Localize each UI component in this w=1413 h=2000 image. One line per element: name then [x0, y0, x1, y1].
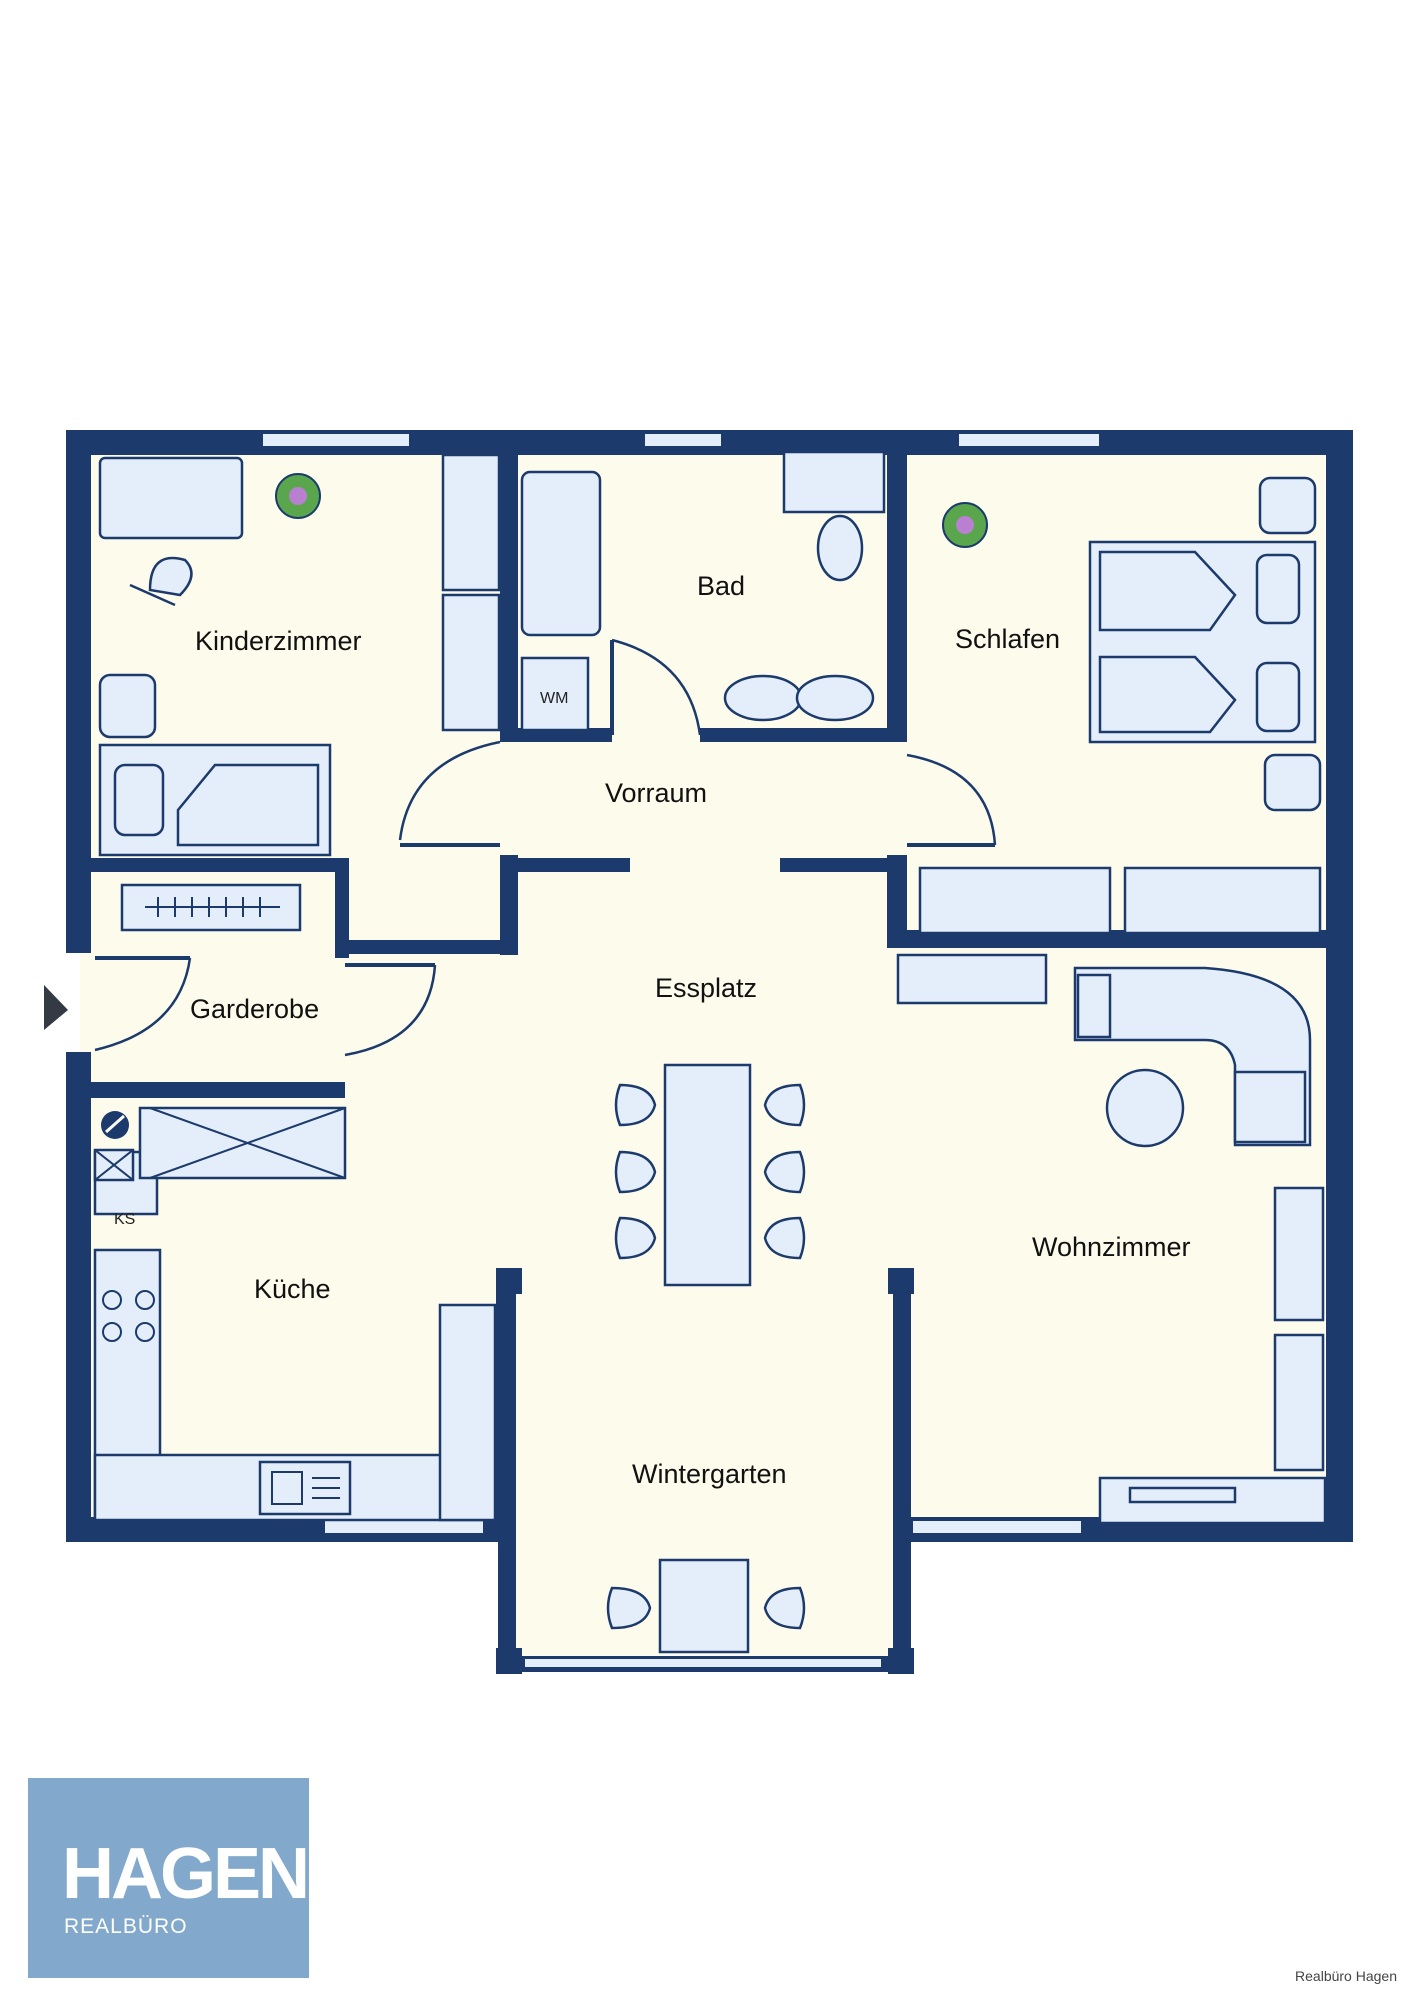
- furniture: [93, 450, 1327, 1654]
- furniture-details: [94, 897, 346, 1505]
- logo-subtitle: REALBÜRO: [64, 1915, 188, 1938]
- credit-text: Realbüro Hagen: [1295, 1968, 1397, 1984]
- boiler-icon: [101, 1111, 129, 1139]
- room-label-kueche: Küche: [254, 1274, 331, 1304]
- room-label-wohnzimmer: Wohnzimmer: [1032, 1232, 1191, 1262]
- room-label-kinderzimmer: Kinderzimmer: [195, 626, 362, 656]
- chairs: [606, 1083, 806, 1630]
- room-label-schlafen: Schlafen: [955, 624, 1060, 654]
- room-label-vorraum: Vorraum: [605, 778, 707, 808]
- fixture-label-ks: KS: [114, 1211, 135, 1228]
- fixture-label-wm: WM: [540, 690, 568, 707]
- walls: [66, 430, 1353, 1674]
- windows: [261, 432, 1101, 1669]
- room-label-bad: Bad: [697, 571, 745, 601]
- room-label-wintergarten: Wintergarten: [632, 1459, 787, 1489]
- door-strokes: [95, 640, 995, 967]
- doors: [94, 638, 997, 1057]
- hanger-marks: [157, 897, 261, 917]
- plant-icon: [275, 473, 988, 548]
- room-label-garderobe: Garderobe: [190, 994, 319, 1024]
- hagen-logo: HAGEN REALBÜRO: [28, 1778, 310, 1978]
- room-label-essplatz: Essplatz: [655, 973, 757, 1003]
- logo-brand: HAGEN: [62, 1834, 310, 1914]
- entrance-arrow-icon: [44, 985, 68, 1030]
